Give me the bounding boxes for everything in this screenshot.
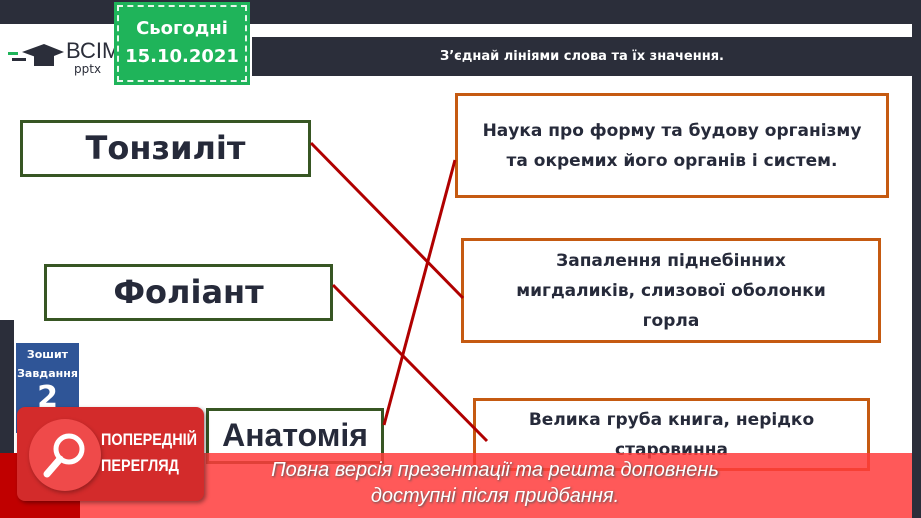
- date-label: Сьогодні: [136, 18, 228, 39]
- banner-line: Повна версія презентації та решта доповн…: [271, 459, 719, 481]
- logo-text: ВСІМ: [66, 38, 121, 63]
- word-tonsillitis[interactable]: Тонзиліт: [20, 120, 311, 177]
- notebook-label: Зошит: [26, 348, 69, 361]
- preview-circle: [29, 419, 101, 491]
- date-badge: Сьогодні 15.10.2021: [114, 2, 250, 85]
- preview-badge[interactable]: ПОПЕРЕДНІЙ ПЕРЕГЛЯД: [17, 407, 204, 501]
- page-title: З’єднай лініями слова та їх значення.: [252, 37, 912, 76]
- graduation-cap-icon: [8, 44, 64, 66]
- connection-line: [309, 141, 465, 300]
- connection-line: [382, 159, 457, 426]
- definition-1[interactable]: Наука про форму та будову організму та о…: [455, 93, 889, 198]
- task-label: Завдання: [17, 367, 78, 380]
- right-strip: [912, 0, 921, 518]
- logo-subtext: pptx: [74, 62, 102, 76]
- word-foliant[interactable]: Фоліант: [44, 264, 333, 321]
- preview-line: ПЕРЕГЛЯД: [101, 456, 179, 475]
- banner-line: доступні після придбання.: [370, 485, 620, 507]
- magnifier-icon: [43, 433, 85, 478]
- definition-text: Наука про форму та будову організму та о…: [482, 120, 862, 171]
- definition-2[interactable]: Запалення піднебінних мигдаликів, слизов…: [461, 238, 881, 343]
- logo: ВСІМ pptx: [8, 38, 121, 78]
- preview-line: ПОПЕРЕДНІЙ: [101, 430, 198, 449]
- banner-text: Повна версія презентації та решта доповн…: [80, 457, 910, 509]
- date-value: 15.10.2021: [125, 46, 239, 67]
- task-number: 2: [37, 380, 58, 415]
- connection-line: [331, 283, 489, 443]
- definition-text: Запалення піднебінних мигдаликів, слизов…: [516, 250, 826, 331]
